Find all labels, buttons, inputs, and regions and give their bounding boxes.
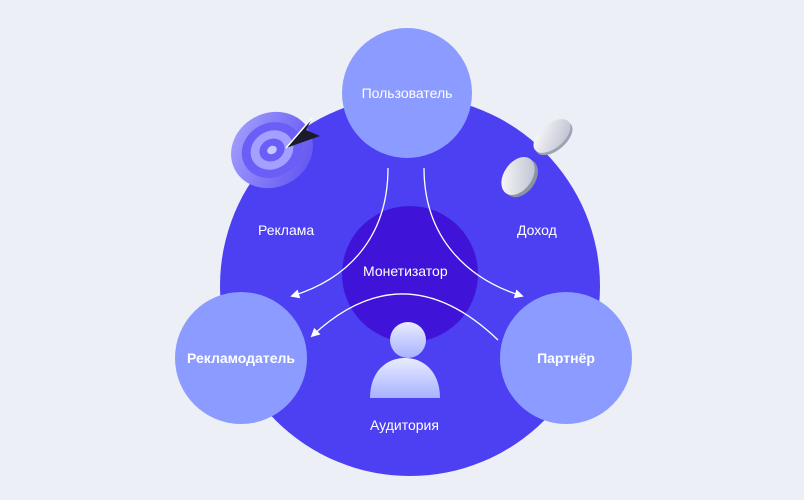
advertiser-node-label: Рекламодатель	[187, 350, 295, 366]
ads-label: Реклама	[258, 222, 315, 238]
partner-node-label: Партнёр	[537, 350, 595, 366]
monetizer-label: Монетизатор	[363, 263, 448, 279]
income-label: Доход	[517, 222, 557, 238]
advertiser-node: Рекламодатель	[175, 292, 307, 424]
audience-label: Аудитория	[370, 417, 439, 433]
partner-node: Партнёр	[500, 292, 632, 424]
user-node: Пользователь	[342, 28, 472, 158]
user-node-label: Пользователь	[361, 85, 453, 101]
